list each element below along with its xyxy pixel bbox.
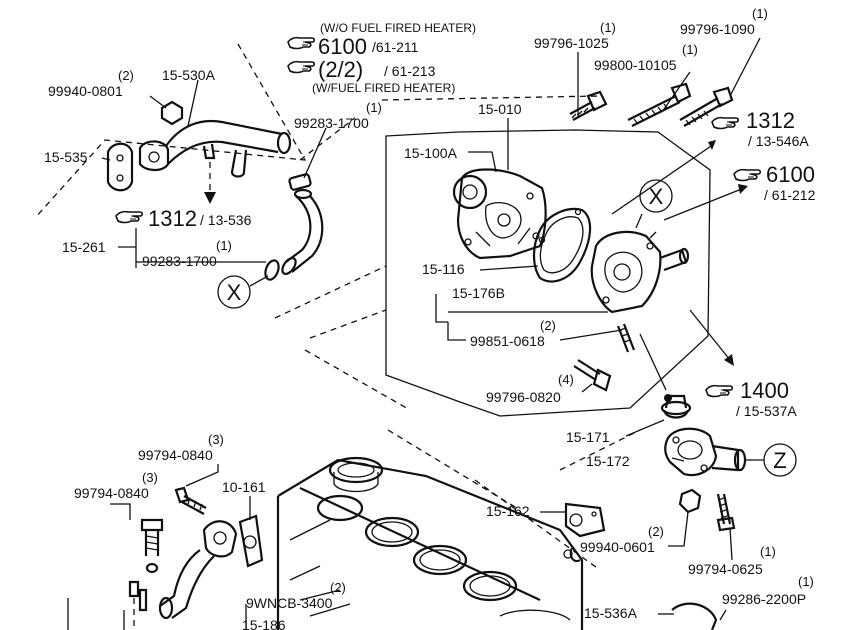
ref-1400: 1400 <box>740 378 789 403</box>
thermostat-housing-15-176B <box>590 230 690 314</box>
part-15-186: 15-186 <box>242 617 286 630</box>
leader-lines <box>67 37 761 630</box>
hand-pointer-icon <box>287 60 316 74</box>
part-99794-0840-b: 99794-0840 <box>74 485 149 501</box>
part-15-171: 15-171 <box>566 429 610 445</box>
callout-x-left: X <box>217 275 269 309</box>
hand-pointer-icon <box>711 116 740 130</box>
ref-1312-left: 1312 <box>148 206 197 231</box>
svg-text:X: X <box>227 280 242 305</box>
qty-99794-0625: (1) <box>760 544 776 559</box>
coolant-hose-15-261 <box>264 173 324 281</box>
qty-99794-0840-b: (3) <box>142 470 158 485</box>
part-15-536A: 15-536A <box>584 605 638 621</box>
note-w-heater: (W/FUEL FIRED HEATER) <box>312 81 455 95</box>
part-15-100A: 15-100A <box>404 145 458 161</box>
bolt-99796-0820 <box>573 359 612 392</box>
water-pump-15-100A <box>452 168 547 260</box>
ref-22: (2/2) <box>318 57 363 82</box>
part-99283-1700-top: 99283-1700 <box>294 115 369 131</box>
hand-pointer-icon <box>705 384 734 398</box>
thermostat-cover-15-172 <box>664 427 747 477</box>
hand-pointer-icon <box>287 36 316 50</box>
clamp-15-536A <box>671 602 718 630</box>
part-9WNCB-3400: 9WNCB-3400 <box>246 595 333 611</box>
part-99796-1090: 99796-1090 <box>680 21 755 37</box>
part-15-116: 15-116 <box>422 261 465 277</box>
hand-pointer-icon <box>115 210 144 224</box>
qty-99794-0840-a: (3) <box>208 432 224 447</box>
note-wo-heater: (W/O FUEL FIRED HEATER) <box>320 21 476 35</box>
ref-1312-right: 1312 <box>746 108 795 133</box>
part-99800-10105: 99800-10105 <box>594 57 677 73</box>
bolt-99796-1025 <box>569 90 608 121</box>
part-15-162: 15-162 <box>486 503 530 519</box>
gasket-15-116 <box>532 207 592 283</box>
ref-1400-sub: / 15-537A <box>736 403 797 419</box>
ref-6100-top: 6100 <box>318 34 367 59</box>
ref-22-sub: / 61-213 <box>384 63 436 79</box>
callout-z: Z <box>746 443 797 477</box>
qty-99286-2200P: (1) <box>798 574 814 589</box>
svg-text:Z: Z <box>773 448 786 473</box>
part-99794-0840-a: 99794-0840 <box>138 447 213 463</box>
part-10-161: 10-161 <box>222 479 266 495</box>
qty-9WNCB-3400: (2) <box>330 580 346 595</box>
nut-99940-0601 <box>678 488 702 514</box>
part-15-176B: 15-176B <box>452 285 505 301</box>
ref-6100-top-sub: /61-211 <box>372 39 419 55</box>
hand-pointer-icon <box>733 168 762 182</box>
engine-block <box>276 456 584 630</box>
gasket-15-162 <box>563 502 606 563</box>
part-99283-1700-low: 99283-1700 <box>142 253 217 269</box>
part-15-530A: 15-530A <box>162 67 216 83</box>
qty-99796-1025: (1) <box>600 20 616 35</box>
bolt-99794-0840-a <box>174 486 207 515</box>
assembly-outline-15-010 <box>385 129 711 417</box>
part-15-535: 15-535 <box>44 149 88 165</box>
callout-x-right: X <box>639 179 673 213</box>
ref-6100-right: 6100 <box>766 162 815 187</box>
bolt-99851-0618 <box>616 323 636 353</box>
part-99796-1025: 99796-1025 <box>534 35 609 51</box>
part-99794-0625: 99794-0625 <box>688 561 763 577</box>
bolt-99794-0625 <box>716 493 736 532</box>
ref-1312-left-sub: / 13-536 <box>200 212 252 228</box>
part-99286-2200P: 99286-2200P <box>722 591 806 607</box>
part-99940-0601: 99940-0601 <box>580 539 655 555</box>
water-outlet-10-161 <box>158 514 264 620</box>
part-99796-0820: 99796-0820 <box>486 389 561 405</box>
qty-99796-1090: (1) <box>752 6 768 21</box>
stud-left-bottom <box>128 580 148 630</box>
bolt-99794-0840-b <box>140 518 164 574</box>
bolt-99796-1090 <box>679 86 734 127</box>
heater-pipe-assembly <box>106 100 292 204</box>
svg-text:X: X <box>649 184 664 209</box>
part-15-010: 15-010 <box>478 101 522 117</box>
qty-99851-0618: (2) <box>540 318 556 333</box>
qty-99283-1700-low: (1) <box>216 238 232 253</box>
qty-99283-1700-top: (1) <box>366 100 382 115</box>
ref-1312-right-sub: / 13-546A <box>748 133 809 149</box>
part-15-261: 15-261 <box>62 239 106 255</box>
part-99851-0618: 99851-0618 <box>470 333 545 349</box>
qty-99796-0820: (4) <box>558 372 574 387</box>
ref-6100-right-sub: / 61-212 <box>764 187 816 203</box>
qty-99940-0601: (2) <box>648 524 664 539</box>
qty-99940-0801: (2) <box>118 68 134 83</box>
thermostat-15-171 <box>660 394 692 419</box>
part-99940-0801: 99940-0801 <box>48 83 123 99</box>
part-15-172: 15-172 <box>586 453 630 469</box>
qty-99800-10105: (1) <box>682 42 698 57</box>
